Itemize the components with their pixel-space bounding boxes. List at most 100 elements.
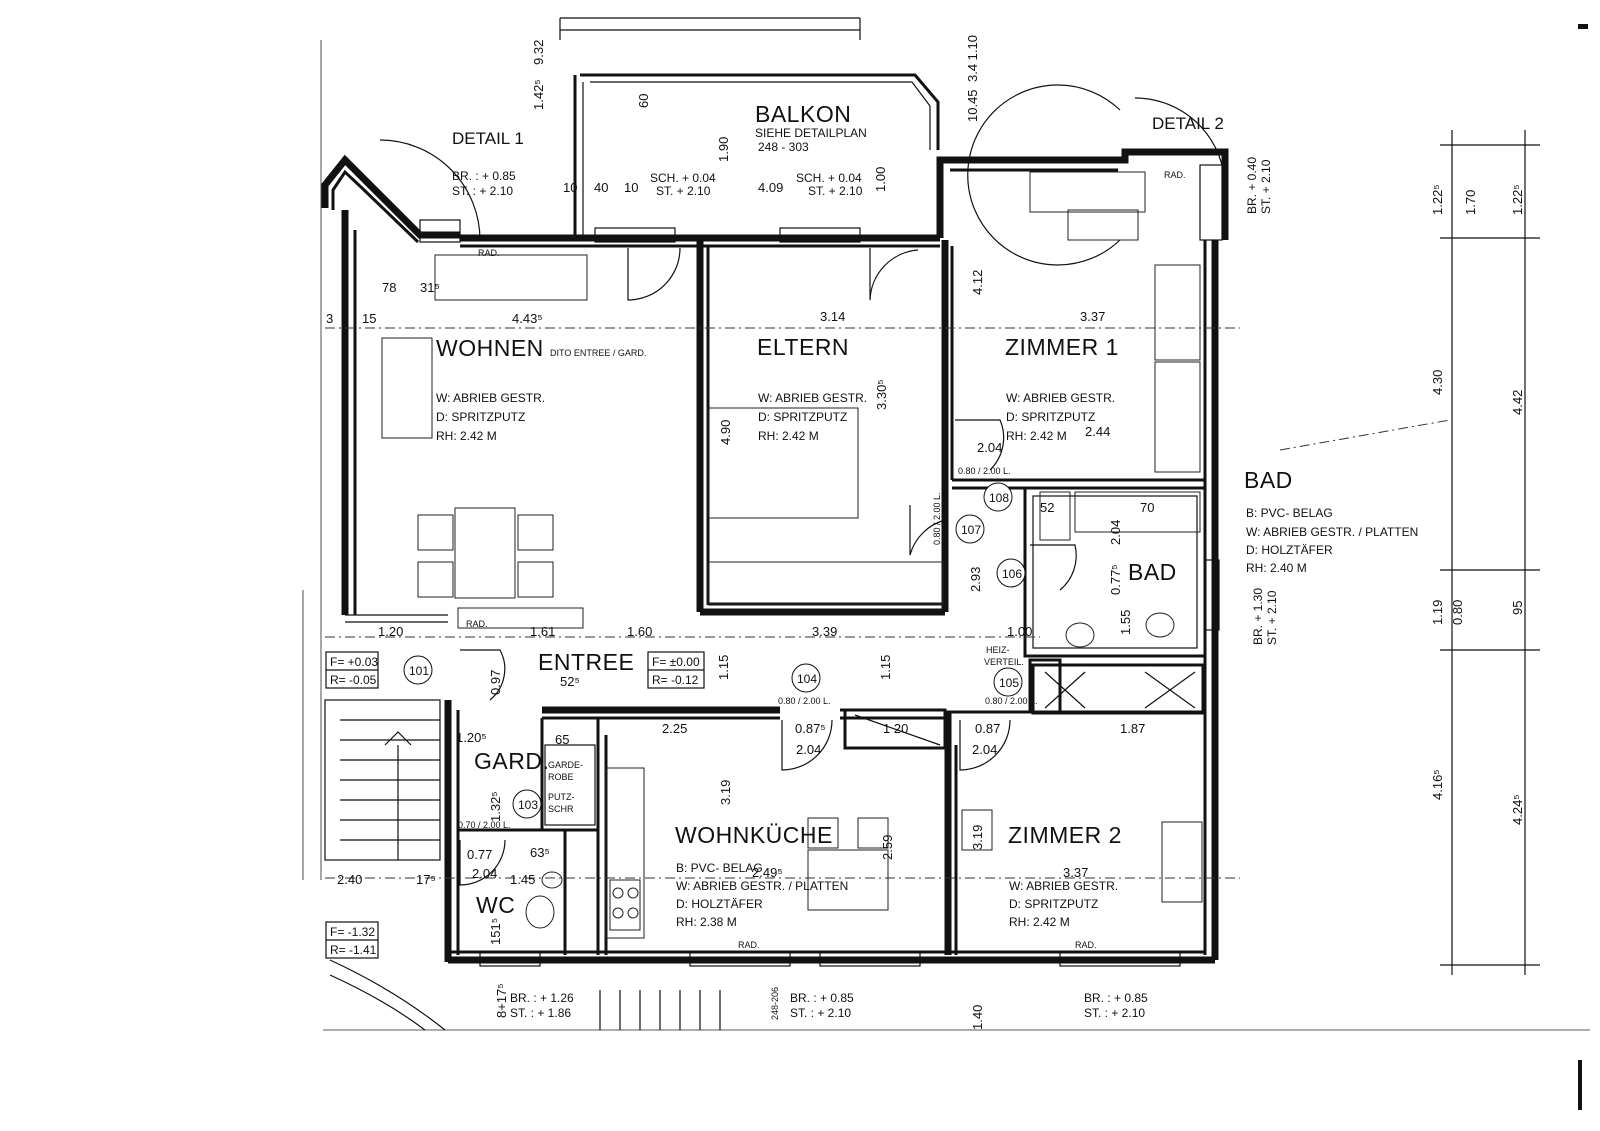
dim-10a: 10 bbox=[563, 180, 577, 195]
room-putz-line2: SCHR bbox=[548, 804, 574, 814]
w1-st: ST. : + 2.10 bbox=[452, 184, 513, 198]
room-zimmer1-name: ZIMMER 1 bbox=[1005, 334, 1119, 360]
level-lower-f: F= -1.32 bbox=[330, 925, 375, 939]
dim-3410: 3.4 1.10 bbox=[965, 35, 980, 82]
dim-319a: 3.19 bbox=[718, 780, 733, 805]
dim-2495: 2.49⁵ bbox=[752, 865, 783, 880]
heiz-line1: HEIZ- bbox=[986, 645, 1010, 655]
room-zimmer1-ceiling: D: SPRITZPUTZ bbox=[1006, 410, 1095, 424]
rad-zimmer1: RAD. bbox=[1164, 170, 1186, 180]
w1-br: BR. : + 0.85 bbox=[452, 169, 516, 183]
room-wohnkueche-ceiling: D: HOLZTÄFER bbox=[676, 897, 763, 911]
room-balkon-note: SIEHE DETAILPLAN bbox=[755, 126, 867, 140]
w-z1-st: ST. + 2.10 bbox=[1259, 159, 1273, 214]
rad-wohnen: RAD. bbox=[478, 248, 500, 258]
room-bad-name: BAD bbox=[1244, 467, 1293, 493]
dim-95: 95 bbox=[1510, 601, 1525, 615]
dim-0875: 0.87⁵ bbox=[795, 721, 826, 736]
room-number-107: 107 bbox=[961, 523, 981, 537]
dim-319b: 3.19 bbox=[970, 825, 985, 850]
dim-225: 2.25 bbox=[662, 721, 687, 736]
dim-161: 1.61 bbox=[530, 624, 555, 639]
door-105-label: 0.80 / 2.00 L. bbox=[985, 696, 1038, 706]
room-wohnen-height: RH: 2.42 M bbox=[436, 429, 497, 443]
dim-115b: 1.15 bbox=[878, 655, 893, 680]
room-garderobe-line2: ROBE bbox=[548, 772, 574, 782]
dim-8175: 8+17⁵ bbox=[494, 983, 509, 1018]
level-markers: F= +0.03 R= -0.05 F= ±0.00 R= -0.12 F= -… bbox=[325, 651, 705, 959]
sch2: SCH. + 0.04 bbox=[796, 171, 862, 185]
dim-190: 1.90 bbox=[716, 137, 731, 162]
room-bad-floor: B: PVC- BELAG bbox=[1246, 506, 1333, 520]
room-balkon-name: BALKON bbox=[755, 101, 851, 127]
w-wc-st: ST. : + 1.86 bbox=[510, 1006, 571, 1020]
dim-097: 0.97 bbox=[488, 670, 503, 695]
scan-marks bbox=[302, 17, 1590, 1110]
room-entree-name: ENTREE bbox=[538, 649, 634, 675]
w-k-br: BR. : + 0.85 bbox=[790, 991, 854, 1005]
door-104-label: 0.80 / 2.00 L. bbox=[778, 696, 831, 706]
detail-2-label: DETAIL 2 bbox=[1152, 114, 1224, 133]
door-swings bbox=[379, 84, 1226, 886]
dim-1225a: 1.22⁵ bbox=[1510, 184, 1525, 215]
room-wohnen-name: WOHNEN bbox=[436, 335, 544, 361]
dim-100: 1.00 bbox=[1007, 624, 1032, 639]
st2: ST. + 2.10 bbox=[808, 184, 863, 198]
windows-marks bbox=[419, 164, 1223, 967]
room-labels: BALKON SIEHE DETAILPLAN 248 - 303 WOHNEN… bbox=[436, 101, 1418, 929]
dim-412: 4.12 bbox=[970, 270, 985, 295]
w-bad-br: BR. + 1.30 bbox=[1251, 588, 1265, 645]
dim-204d: 2.04 bbox=[472, 866, 497, 881]
room-number-104: 104 bbox=[797, 672, 817, 686]
dim-3: 3 bbox=[326, 311, 333, 326]
dim-314: 3.14 bbox=[820, 309, 845, 324]
door-107-label: 0.80 / 2.00 L. bbox=[932, 492, 942, 545]
room-number-105: 105 bbox=[999, 676, 1019, 690]
dim-40: 40 bbox=[594, 180, 608, 195]
dim-248206: 248-206 bbox=[770, 987, 780, 1020]
room-gard-name: GARD. bbox=[474, 748, 549, 774]
rad-zimmer2: RAD. bbox=[1075, 940, 1097, 950]
room-putz-line1: PUTZ- bbox=[548, 792, 575, 802]
level-left-r: R= -0.05 bbox=[330, 673, 377, 687]
room-zimmer2-ceiling: D: SPRITZPUTZ bbox=[1009, 897, 1098, 911]
room-bad-small-name: BAD bbox=[1128, 559, 1177, 585]
room-number-106: 106 bbox=[1002, 567, 1022, 581]
dim-204a: 2.04 bbox=[977, 440, 1002, 455]
dim-080: 0.80 bbox=[1450, 600, 1465, 625]
dim-2045: 2.04 bbox=[1108, 520, 1123, 545]
room-zimmer1-walls: W: ABRIEB GESTR. bbox=[1006, 391, 1115, 405]
room-number-108: 108 bbox=[989, 491, 1009, 505]
dim-337b: 3.37 bbox=[1063, 865, 1088, 880]
room-zimmer1-height: RH: 2.42 M bbox=[1006, 429, 1067, 443]
axis-lines bbox=[325, 327, 1451, 879]
room-number-103: 103 bbox=[518, 798, 538, 812]
dim-60: 60 bbox=[636, 94, 651, 108]
room-eltern-walls: W: ABRIEB GESTR. bbox=[758, 391, 867, 405]
room-wohnkueche-name: WOHNKÜCHE bbox=[675, 822, 833, 848]
dim-087: 0.87 bbox=[975, 721, 1000, 736]
dim-1425: 1.42⁵ bbox=[531, 79, 546, 110]
dim-077: 0.77 bbox=[467, 847, 492, 862]
room-wc-name: WC bbox=[476, 892, 515, 918]
room-zimmer2-name: ZIMMER 2 bbox=[1008, 822, 1122, 848]
room-wohnen-note: DITO ENTREE / GARD. bbox=[550, 348, 646, 358]
sch1: SCH. + 0.04 bbox=[650, 171, 716, 185]
level-entree-f: F= ±0.00 bbox=[652, 655, 700, 669]
dim-100b: 1.00 bbox=[873, 167, 888, 192]
w-wc-br: BR. : + 1.26 bbox=[510, 991, 574, 1005]
room-eltern-name: ELTERN bbox=[757, 334, 849, 360]
room-zimmer2-walls: W: ABRIEB GESTR. bbox=[1009, 879, 1118, 893]
dim-337a: 3.37 bbox=[1080, 309, 1105, 324]
dim-204b: 2.04 bbox=[796, 742, 821, 757]
heiz-line2: VERTEIL. bbox=[984, 657, 1024, 667]
dim-442: 4.42 bbox=[1510, 390, 1525, 415]
dim-52: 52 bbox=[1040, 500, 1054, 515]
dim-339: 3.39 bbox=[812, 624, 837, 639]
w-bad-st: ST. + 2.10 bbox=[1265, 590, 1279, 645]
w-z2-st: ST. : + 2.10 bbox=[1084, 1006, 1145, 1020]
dim-175: 17⁵ bbox=[416, 872, 436, 887]
w-z1-br: BR. + 0.40 bbox=[1245, 157, 1259, 214]
level-lower-r: R= -1.41 bbox=[330, 943, 377, 957]
dim-3305: 3.30⁵ bbox=[874, 379, 889, 410]
